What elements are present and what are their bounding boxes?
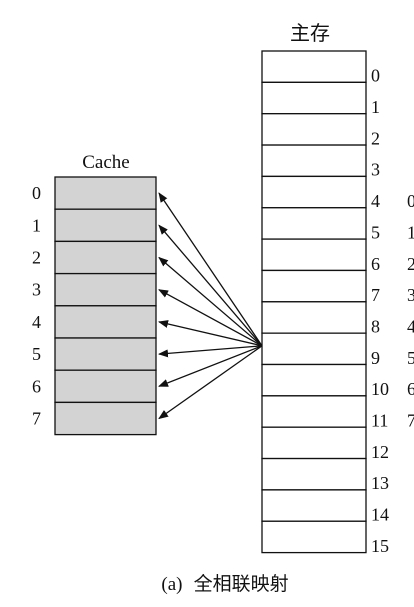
mapping-arrow <box>158 224 263 347</box>
cache-column <box>54 176 157 436</box>
cache-line <box>54 208 157 243</box>
main-memory-block-label: 3 <box>371 160 380 180</box>
main-memory-block <box>261 457 367 491</box>
main-memory-block <box>261 269 367 303</box>
mapping-arrow <box>158 345 263 387</box>
caption-tag: (a) <box>161 574 182 595</box>
main-memory-block-label: 0 <box>371 66 380 86</box>
cache-line-label: 2 <box>32 248 41 268</box>
cache-line <box>54 176 157 210</box>
cache-line <box>54 305 157 339</box>
cache-line <box>54 369 157 404</box>
main-memory-block <box>261 50 367 84</box>
main-memory-block-label: 4 <box>371 191 380 211</box>
main-memory-block <box>261 332 367 366</box>
main-memory-column <box>261 50 367 554</box>
main-memory-block <box>261 426 367 460</box>
cache-line-label: 5 <box>32 344 41 364</box>
main-memory-block-label: 2 <box>371 128 380 148</box>
main-memory-block <box>261 81 367 115</box>
main-memory-block <box>261 113 367 146</box>
cache-line-label: 6 <box>32 376 41 396</box>
main-memory-block-label: 8 <box>371 316 380 336</box>
cache-line-labels: 0 1 2 3 4 5 6 7 <box>32 183 41 428</box>
cache-line-label: 1 <box>32 215 41 235</box>
cache-line-label: 0 <box>32 183 41 203</box>
cache-line <box>54 272 157 307</box>
main-memory-block-label: 5 <box>371 222 380 242</box>
mapping-arrow <box>158 289 263 347</box>
main-memory-block-label: 7 <box>371 285 380 305</box>
mapping-arrow <box>158 192 263 347</box>
main-memory-block-label: 6 <box>371 254 380 274</box>
cut-off-labels: 0 1 2 3 4 5 6 7 <box>407 191 414 430</box>
mapping-arrow <box>158 256 263 347</box>
main-memory-block <box>261 363 367 397</box>
main-memory-block <box>261 395 367 428</box>
main-memory-block <box>261 144 367 178</box>
main-memory-block-label: 11 <box>371 411 388 431</box>
figure-caption: (a) 全相联映射 <box>161 573 288 595</box>
cut-off-label: 1 <box>407 222 414 242</box>
main-memory-title: 主存 <box>290 21 330 45</box>
mapping-arrow <box>158 320 263 347</box>
mapping-arrows <box>158 192 263 420</box>
cut-off-label: 2 <box>407 254 414 274</box>
cut-off-label: 7 <box>407 411 414 431</box>
main-memory-block-label: 14 <box>371 505 389 525</box>
cache-line <box>54 240 157 275</box>
main-memory-block-label: 1 <box>371 97 380 117</box>
cut-off-label: 6 <box>407 379 414 399</box>
cut-off-label: 0 <box>407 191 414 211</box>
main-memory-block-label: 15 <box>371 536 389 556</box>
cache-line <box>54 401 157 436</box>
mapping-arrow <box>158 345 263 358</box>
cache-line <box>54 337 157 371</box>
cache-line-label: 3 <box>32 280 41 300</box>
main-memory-block-label: 13 <box>371 473 389 493</box>
main-memory-block <box>261 489 367 522</box>
cache-line-label: 7 <box>32 409 41 429</box>
main-memory-block <box>261 520 367 554</box>
cut-off-label: 3 <box>407 285 414 305</box>
main-memory-block <box>261 238 367 272</box>
main-memory-block-label: 10 <box>371 379 389 399</box>
cache-line-label: 4 <box>32 312 41 332</box>
caption-text: 全相联映射 <box>194 573 289 595</box>
main-memory-block-label: 9 <box>371 348 380 368</box>
main-memory-block <box>261 207 367 240</box>
cut-off-label: 5 <box>407 348 414 368</box>
main-memory-block <box>261 301 367 334</box>
cut-off-label: 4 <box>407 316 414 336</box>
cache-title: Cache <box>82 152 129 173</box>
main-memory-block-label: 12 <box>371 442 389 462</box>
main-memory-block <box>261 175 367 209</box>
mapping-arrow <box>158 345 263 420</box>
